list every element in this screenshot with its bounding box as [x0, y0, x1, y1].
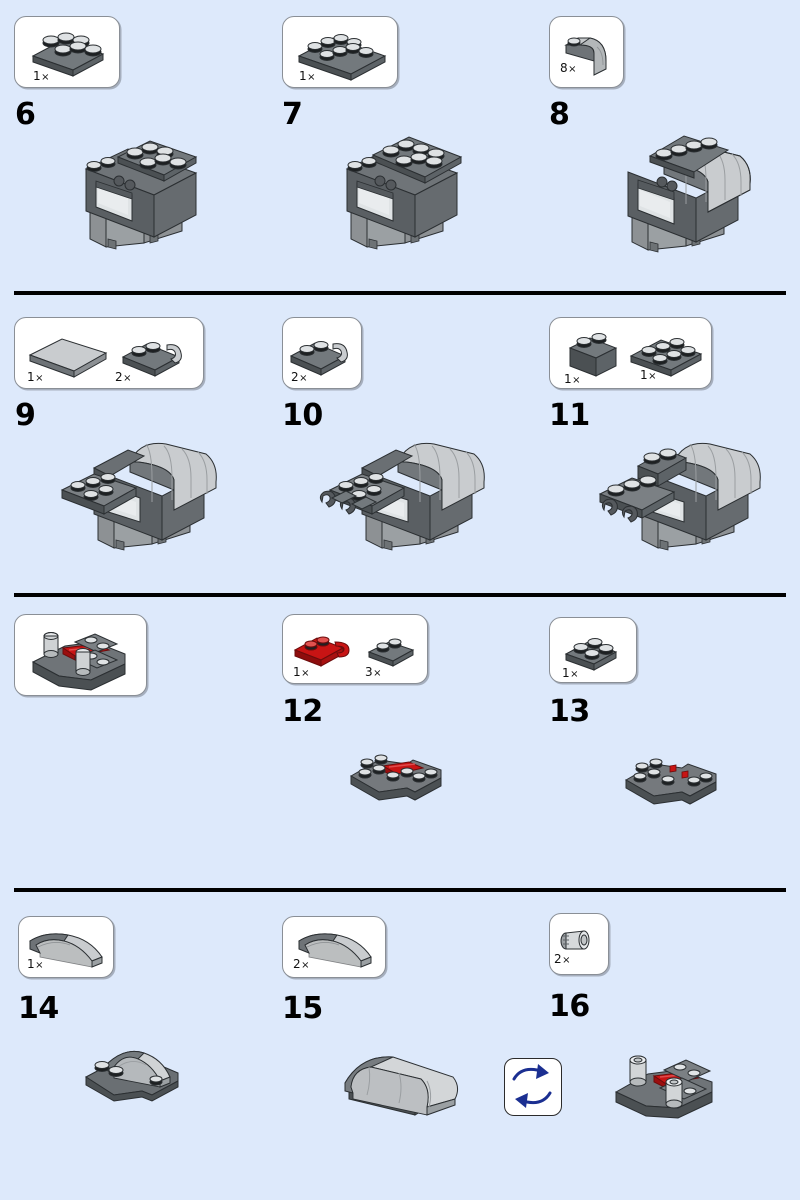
- qty-label: 1×: [640, 368, 658, 382]
- step-number-10: 10: [282, 398, 323, 433]
- qty-label: 1×: [27, 957, 45, 971]
- slope-curved-4x1-icon: [29, 933, 103, 968]
- plate-2x3-icon: [629, 338, 703, 377]
- parts-box-step-14: 1×: [18, 916, 114, 978]
- step-number-9: 9: [15, 398, 36, 433]
- plate-2x2-icon: [367, 638, 415, 667]
- section-divider-2: [14, 593, 786, 597]
- parts-box-step-7: 1×: [282, 16, 398, 88]
- model-step-12: [345, 748, 455, 808]
- parts-box-step-11: 1× 1×: [549, 317, 712, 389]
- step-number-15: 15: [282, 991, 323, 1026]
- rotate-model-icon-box: [504, 1058, 562, 1116]
- parts-box-step-10: 2×: [282, 317, 362, 389]
- part-plate-1x2-clip: 2×: [287, 324, 359, 384]
- pin-technic-icon: [560, 930, 590, 950]
- qty-label: 3×: [365, 665, 383, 679]
- model-step-7: [333, 135, 473, 265]
- part-plate-2x2: 3×: [361, 617, 425, 681]
- subassembly-preview: [19, 619, 143, 693]
- brick-1x2-icon: [568, 333, 618, 377]
- parts-box-step-15: 2×: [282, 916, 386, 978]
- slope-curved-4x1-icon: [298, 933, 372, 968]
- qty-label: 1×: [27, 370, 45, 384]
- qty-label: 1×: [564, 372, 582, 386]
- part-plate-2x4: 1×: [289, 21, 393, 85]
- step-number-6: 6: [15, 97, 36, 132]
- part-slope-curved-4x1: 1×: [23, 919, 111, 975]
- qty-label: 1×: [33, 69, 51, 83]
- part-slope-curved: 8×: [554, 21, 620, 85]
- qty-label: 2×: [115, 370, 133, 384]
- qty-label: 2×: [293, 957, 311, 971]
- section-divider-1: [14, 291, 786, 295]
- part-tile-2x4: 1×: [23, 324, 113, 384]
- part-plate-2x3: 1×: [626, 322, 710, 386]
- part-plate-1x2-bar-red: 1×: [289, 617, 361, 681]
- model-step-9: [58, 418, 228, 568]
- step-number-13: 13: [549, 694, 590, 729]
- model-step-11: [590, 418, 775, 568]
- qty-label: 2×: [291, 370, 309, 384]
- part-brick-1x2: 1×: [558, 322, 628, 386]
- model-step-8: [612, 120, 762, 265]
- rotate-arrows-icon: [512, 1064, 552, 1108]
- step-number-16: 16: [549, 989, 590, 1024]
- part-plate-2x2: 1×: [556, 620, 632, 680]
- model-step-6: [72, 135, 212, 265]
- parts-box-step-6: 1×: [14, 16, 120, 88]
- tile-2x4-icon: [28, 338, 108, 378]
- qty-label: 1×: [293, 665, 311, 679]
- parts-box-step-13: 1×: [549, 617, 637, 683]
- parts-box-step-16: 2×: [549, 913, 609, 975]
- step-number-7: 7: [282, 97, 303, 132]
- pinned-plate-assembly-icon: [31, 632, 126, 691]
- part-plate-1x2-clip: 2×: [115, 324, 197, 384]
- plate-1x2-clip-icon: [289, 341, 348, 376]
- section-divider-3: [14, 888, 786, 892]
- qty-label: 2×: [554, 952, 572, 966]
- part-pin-technic: 2×: [552, 916, 606, 972]
- qty-label: 8×: [560, 61, 578, 75]
- part-slope-curved-4x1: 2×: [289, 919, 381, 975]
- parts-box-step-8: 8×: [549, 16, 624, 88]
- model-step-14: [80, 1045, 205, 1110]
- step-number-11: 11: [549, 398, 590, 433]
- subassembly-callout-box: [14, 614, 147, 696]
- qty-label: 1×: [562, 666, 580, 680]
- slope-curved-2x1-icon: [564, 37, 607, 76]
- plate-1x2-bar-icon: [293, 636, 350, 667]
- model-step-10: [319, 418, 500, 568]
- model-step-13: [620, 752, 730, 807]
- parts-box-step-12: 1× 3×: [282, 614, 428, 684]
- qty-label: 1×: [299, 69, 317, 83]
- model-step-16: [608, 1044, 743, 1124]
- plate-2x4-icon: [297, 34, 387, 81]
- part-plate-2x3: 1×: [21, 21, 115, 85]
- plate-1x2-clip-icon: [121, 342, 182, 377]
- step-number-14: 14: [18, 991, 59, 1026]
- plate-2x3-icon: [31, 32, 105, 77]
- model-step-15: [335, 1045, 465, 1116]
- plate-2x2-icon: [564, 638, 618, 671]
- parts-box-step-9: 1× 2×: [14, 317, 204, 389]
- step-number-8: 8: [549, 97, 570, 132]
- step-number-12: 12: [282, 694, 323, 729]
